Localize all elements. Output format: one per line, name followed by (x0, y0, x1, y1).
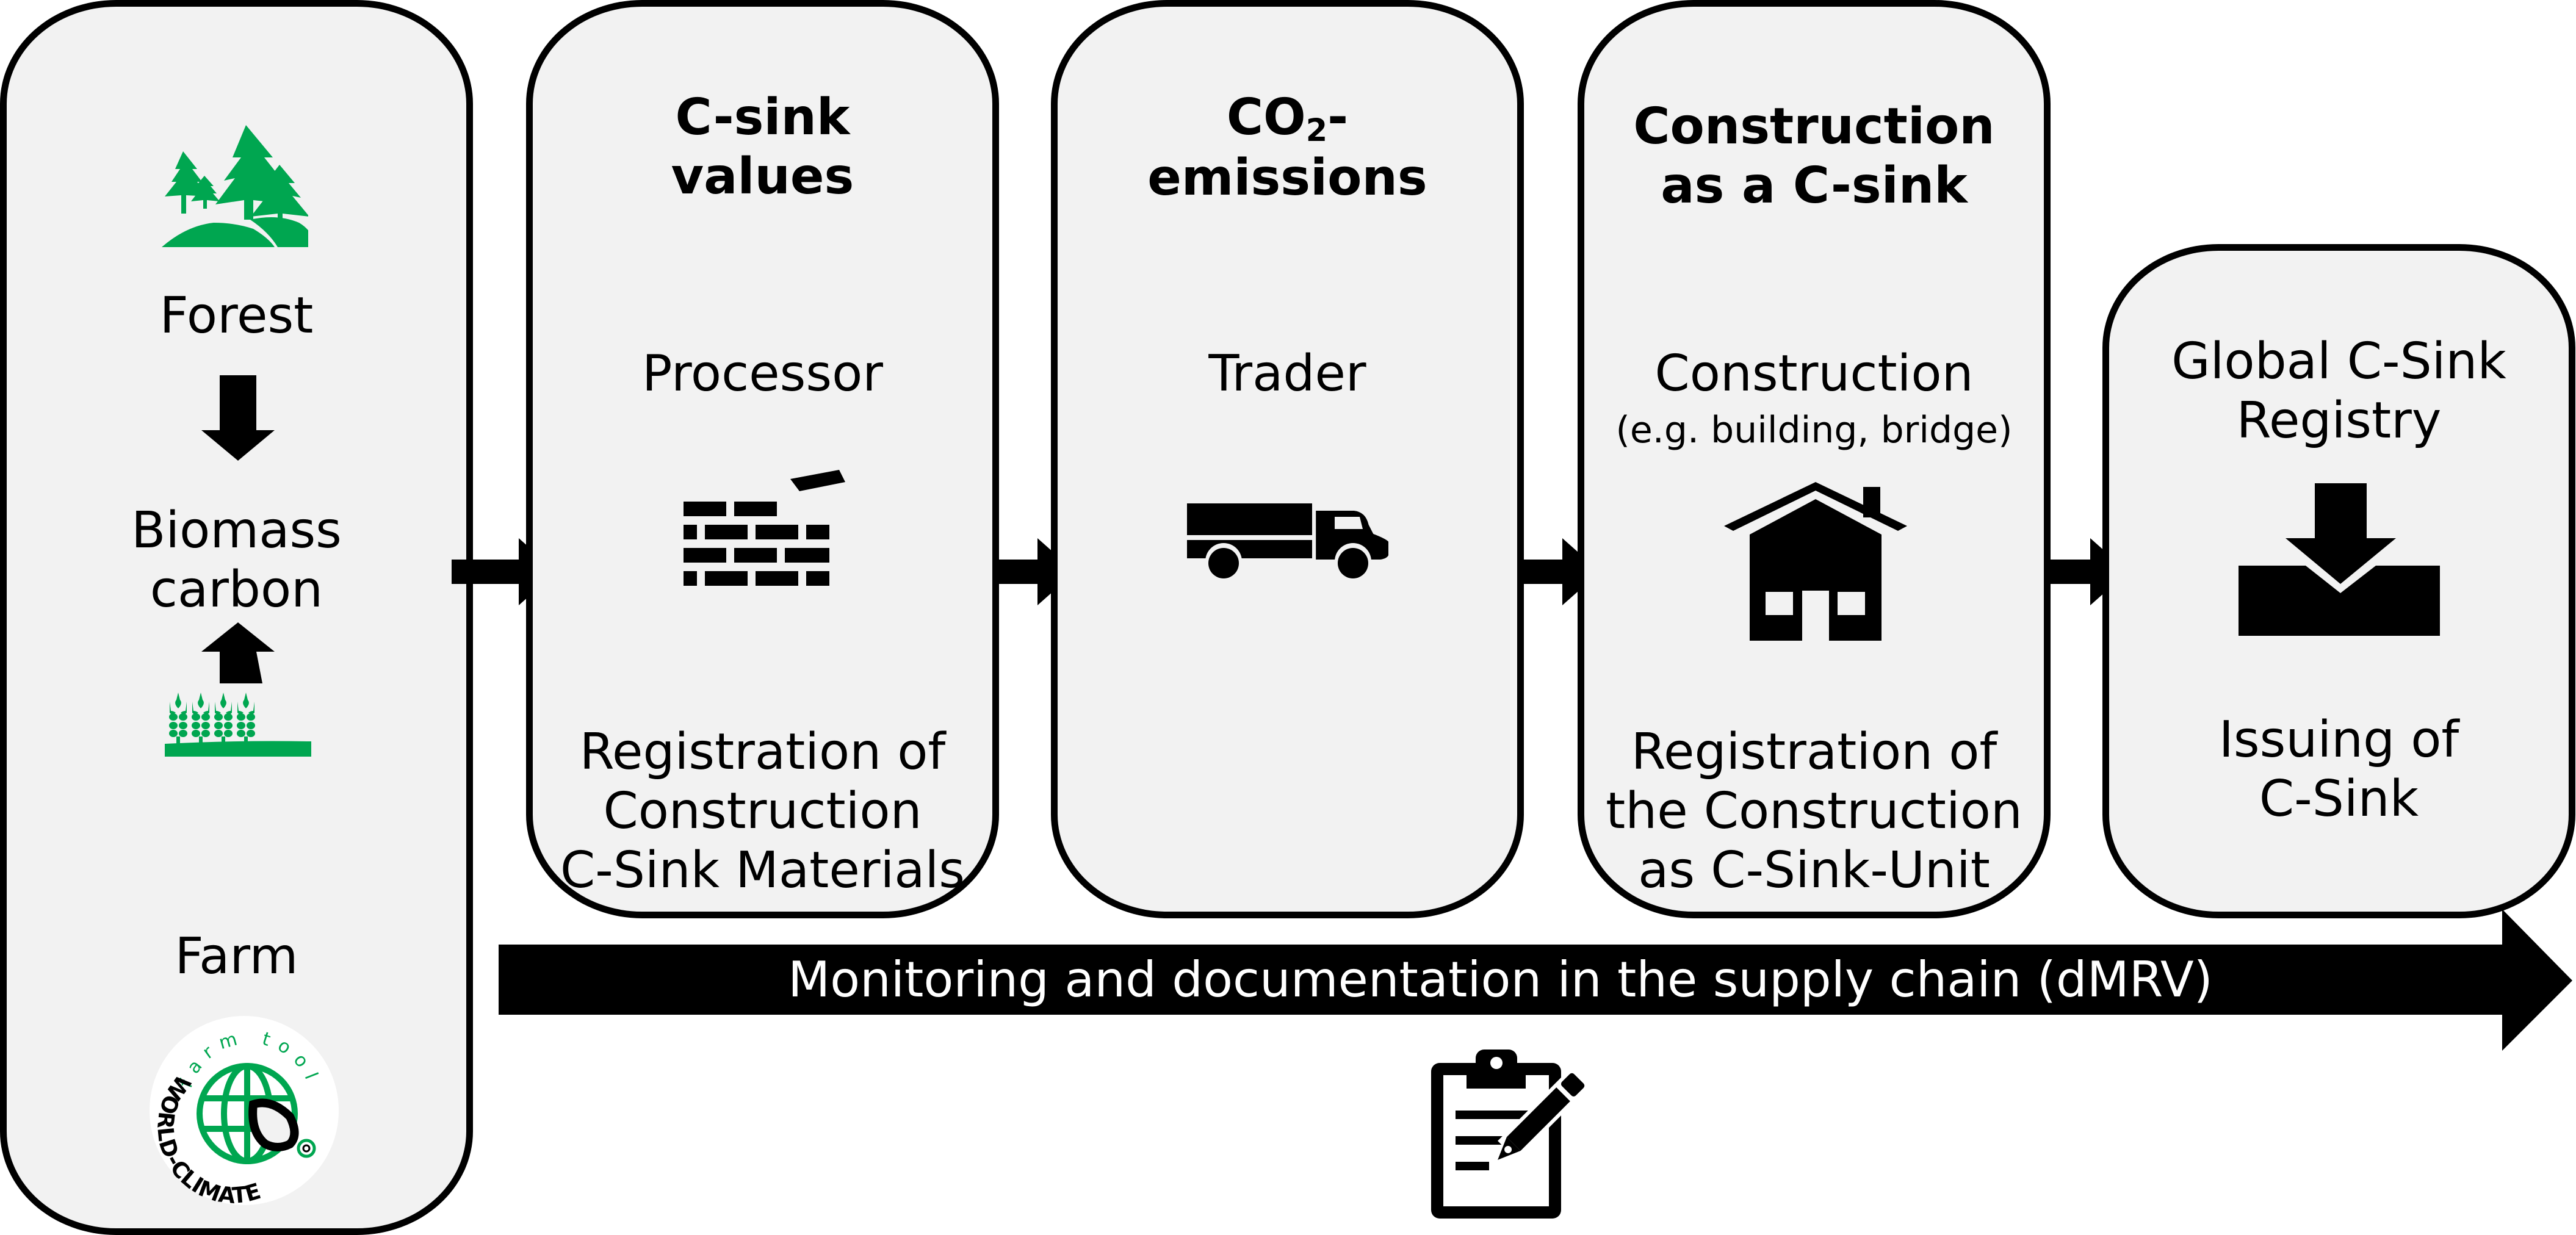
forest-label: Forest (159, 287, 314, 345)
stage-processor-box (526, 0, 999, 918)
stage-construction-role: Construction (1654, 345, 1974, 403)
flow-arrow-4 (2023, 538, 2128, 605)
biomass-carbon-label: Biomass carbon (131, 502, 342, 619)
forest-icon (162, 125, 308, 247)
arrow-down-icon (201, 375, 275, 461)
flow-arrow-2 (970, 538, 1075, 605)
monitoring-banner-arrow (499, 909, 2572, 1051)
download-tray-icon (2239, 483, 2440, 636)
brick-wall-icon (684, 470, 845, 586)
stage-trader-title-line2: emissions (1147, 149, 1427, 207)
stage-trader-box (1051, 0, 1524, 918)
stage-processor-role: Processor (642, 345, 883, 403)
stage-construction-title: Construction as a C-sink (1633, 98, 1995, 215)
wheat-field-icon (165, 693, 311, 757)
stage-trader-title: CO2- emissions (1051, 88, 1524, 208)
truck-icon (1187, 503, 1388, 580)
arrow-up-icon (201, 622, 275, 683)
clipboard-pencil-icon (1431, 1050, 1590, 1219)
world-climate-logo: farm tool WORLD-CLIMATE (150, 1016, 339, 1208)
stage-processor-description: Registration of Construction C-Sink Mate… (560, 723, 965, 899)
stage-trader-role: Trader (1208, 345, 1366, 403)
farm-label: Farm (175, 927, 298, 985)
stage-processor-title: C-sink values (671, 88, 854, 206)
stage-registry-role: Global C-Sink Registry (2171, 333, 2506, 450)
stage-construction-description: Registration of the Construction as C-Si… (1606, 723, 2022, 899)
stage-registry-description: Issuing of C-Sink (2218, 711, 2459, 828)
stage-trader-title-suffix: - (1327, 88, 1349, 146)
house-icon (1724, 482, 1907, 641)
monitoring-banner-text: Monitoring and documentation in the supp… (788, 951, 2213, 1008)
flow-arrow-3 (1495, 538, 1600, 605)
stage-trader-title-subscript: 2 (1305, 112, 1328, 149)
stage-construction-role-note: (e.g. building, bridge) (1615, 409, 2013, 452)
stage-construction-box (1578, 0, 2051, 918)
stage-trader-title-prefix: CO (1226, 88, 1306, 146)
